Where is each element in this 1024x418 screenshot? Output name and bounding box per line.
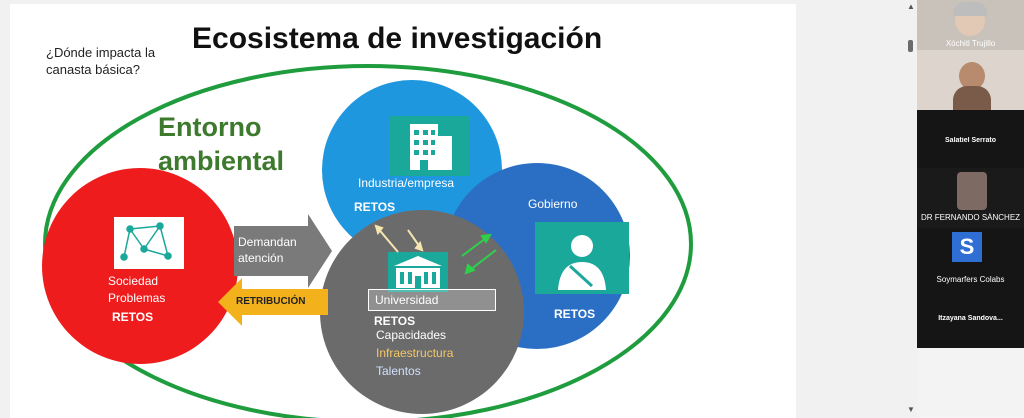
society-retos: RETOS xyxy=(112,310,154,324)
participant-tile-video[interactable] xyxy=(917,50,1024,110)
government-retos: RETOS xyxy=(554,307,596,321)
participant-name: Xóchitl Trujillo xyxy=(945,39,996,48)
demand-line-1: Demandan xyxy=(238,235,297,249)
participant-name: DR FERNANDO SÁNCHEZ xyxy=(920,213,1021,222)
slide-area: Ecosistema de investigación ¿Dónde impac… xyxy=(10,4,796,418)
capability-capacidades: Capacidades xyxy=(376,328,447,342)
question-line-1: ¿Dónde impacta la xyxy=(46,45,156,60)
network-people-icon xyxy=(120,222,172,261)
question-line-2: canasta básica? xyxy=(46,62,140,77)
participant-name: Itzayana Sandova... xyxy=(938,315,1003,322)
participant-name: Soymarfers Colabs xyxy=(936,275,1005,284)
capability-talentos: Talentos xyxy=(376,364,421,378)
participant-name: Salatiel Serrato xyxy=(945,137,996,144)
demand-arrow-text: Demandan atención xyxy=(238,234,297,266)
university-government-arrows xyxy=(461,233,497,275)
university-retos: RETOS xyxy=(374,314,416,328)
demand-line-2: atención xyxy=(238,251,284,265)
scroll-thumb[interactable] xyxy=(908,40,913,52)
scroll-down-icon[interactable]: ▼ xyxy=(907,405,915,414)
society-label-1: Sociedad xyxy=(108,274,159,288)
environment-line-2: ambiental xyxy=(158,146,285,176)
participant-tile-1[interactable]: Xóchitl Trujillo xyxy=(917,0,1024,50)
demand-arrow xyxy=(234,214,332,288)
participant-tile-5[interactable]: Itzayana Sandova... xyxy=(917,290,1024,348)
retribution-arrow xyxy=(218,278,328,326)
participant-video xyxy=(957,172,987,210)
environment-line-1: Entorno xyxy=(158,112,262,142)
participant-video-body xyxy=(953,86,991,110)
slide-question: ¿Dónde impacta la canasta básica? xyxy=(46,44,155,78)
participant-avatar: S xyxy=(952,232,982,262)
hair-shape xyxy=(953,2,987,16)
retribution-arrow-text: RETRIBUCIÓN xyxy=(236,296,306,307)
industry-label: Industria/empresa xyxy=(358,176,455,190)
environment-label: Entorno ambiental xyxy=(158,110,284,178)
participants-scrollbar[interactable]: ▲ ▼ xyxy=(905,0,917,418)
industry-university-arrows xyxy=(374,224,424,253)
participant-video-face xyxy=(959,62,985,90)
participant-tile-2[interactable]: Salatiel Serrato xyxy=(917,110,1024,168)
participant-tile-4[interactable]: S Soymarfers Colabs xyxy=(917,228,1024,290)
scroll-up-icon[interactable]: ▲ xyxy=(907,2,915,11)
presentation-slide: Ecosistema de investigación ¿Dónde impac… xyxy=(10,4,796,418)
capability-infraestructura: Infraestructura xyxy=(376,346,454,360)
slide-title: Ecosistema de investigación xyxy=(192,22,603,55)
government-label: Gobierno xyxy=(528,197,578,211)
university-circle xyxy=(320,210,524,414)
society-label-2: Problemas xyxy=(108,291,166,305)
university-label: Universidad xyxy=(375,293,439,307)
university-label-box: Universidad xyxy=(368,289,496,311)
participant-tile-3[interactable]: DR FERNANDO SÁNCHEZ xyxy=(917,168,1024,228)
ecosystem-diagram xyxy=(42,64,693,418)
industry-retos: RETOS xyxy=(354,200,396,214)
